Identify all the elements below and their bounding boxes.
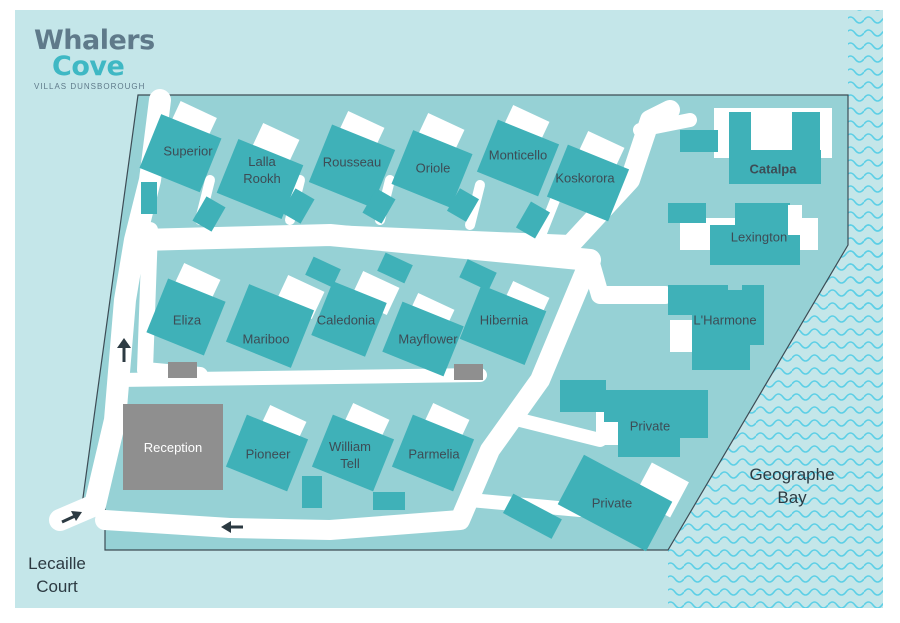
court-line1: Lecaille <box>28 554 86 573</box>
villa-eliza-block <box>146 262 226 356</box>
villa-superior-block <box>139 101 222 214</box>
utility-box <box>454 364 483 380</box>
villa-lharmone-block <box>668 285 764 370</box>
villa-rousseau-block <box>281 110 396 224</box>
villa-monticello-block <box>446 104 560 222</box>
villa-pioneer-block <box>225 404 309 492</box>
villa-william-tell-line2: Tell <box>340 456 360 471</box>
villa-parmelia[interactable]: Parmelia <box>408 446 460 462</box>
villa-catalpa-block <box>680 108 832 184</box>
villa-mariboo-block <box>225 274 325 368</box>
villa-lharmone[interactable]: L'Harmone <box>693 312 757 328</box>
villa-hibernia-block <box>459 259 550 365</box>
villa-parmelia-block <box>373 402 475 510</box>
villa-eliza[interactable]: Eliza <box>172 312 202 328</box>
villa-private-lower[interactable]: Private <box>591 495 633 511</box>
villa-william-tell-block <box>302 402 395 508</box>
villa-lalla-rookh-line2: Rookh <box>243 171 281 186</box>
bay-line1: Geographe <box>749 465 835 484</box>
villa-blocks <box>139 101 832 552</box>
logo-line2: Cove <box>52 51 125 82</box>
villa-koskorora-block <box>515 130 630 239</box>
villa-oriole[interactable]: Oriole <box>415 160 451 176</box>
villa-lalla-rookh-block <box>192 122 304 232</box>
villa-lexington[interactable]: Lexington <box>730 229 788 245</box>
villa-lalla-rookh[interactable]: Lalla Rookh <box>243 153 281 187</box>
arrow-up-icon <box>117 338 131 362</box>
lecaille-court-label: Lecaille Court <box>28 552 86 598</box>
utility-box <box>168 362 197 378</box>
villa-rousseau[interactable]: Rousseau <box>322 154 382 170</box>
geographe-bay-label: Geographe Bay <box>749 463 834 509</box>
villa-william-tell-line1: William <box>329 439 371 454</box>
villa-private-upper-block <box>560 380 708 457</box>
villa-oriole-block <box>362 112 473 224</box>
whalers-cove-logo: Whalers Cove VILLAS DUNSBOROUGH <box>34 25 155 91</box>
villa-private-lower-block <box>502 454 689 552</box>
arrow-left-icon <box>221 521 243 533</box>
court-line2: Court <box>36 577 78 596</box>
road-network <box>49 89 697 540</box>
water-pattern-bay <box>668 220 883 608</box>
villa-superior[interactable]: Superior <box>163 143 213 159</box>
villa-caledonia-block <box>305 256 400 357</box>
logo-line1: Whalers <box>34 25 155 56</box>
villa-caledonia[interactable]: Caledonia <box>316 312 376 328</box>
villa-hibernia[interactable]: Hibernia <box>479 312 529 328</box>
arrow-entry-icon <box>61 511 82 524</box>
villa-william-tell[interactable]: William Tell <box>329 438 371 472</box>
villa-mayflower[interactable]: Mayflower <box>398 331 458 347</box>
villa-private-upper[interactable]: Private <box>629 418 671 434</box>
reception-label: Reception <box>143 439 203 455</box>
villa-lalla-rookh-line1: Lalla <box>248 154 276 169</box>
villa-monticello[interactable]: Monticello <box>488 147 548 163</box>
reception-building <box>123 404 223 490</box>
villa-lexington-block <box>668 203 818 265</box>
bay-line2: Bay <box>777 488 807 507</box>
villa-pioneer[interactable]: Pioneer <box>245 446 291 462</box>
villa-mariboo[interactable]: Mariboo <box>242 331 290 347</box>
logo-tagline: VILLAS DUNSBOROUGH <box>34 82 146 91</box>
villa-koskorora[interactable]: Koskorora <box>555 170 615 186</box>
villa-mayflower-block <box>377 252 464 377</box>
villa-catalpa[interactable]: Catalpa <box>749 161 797 177</box>
